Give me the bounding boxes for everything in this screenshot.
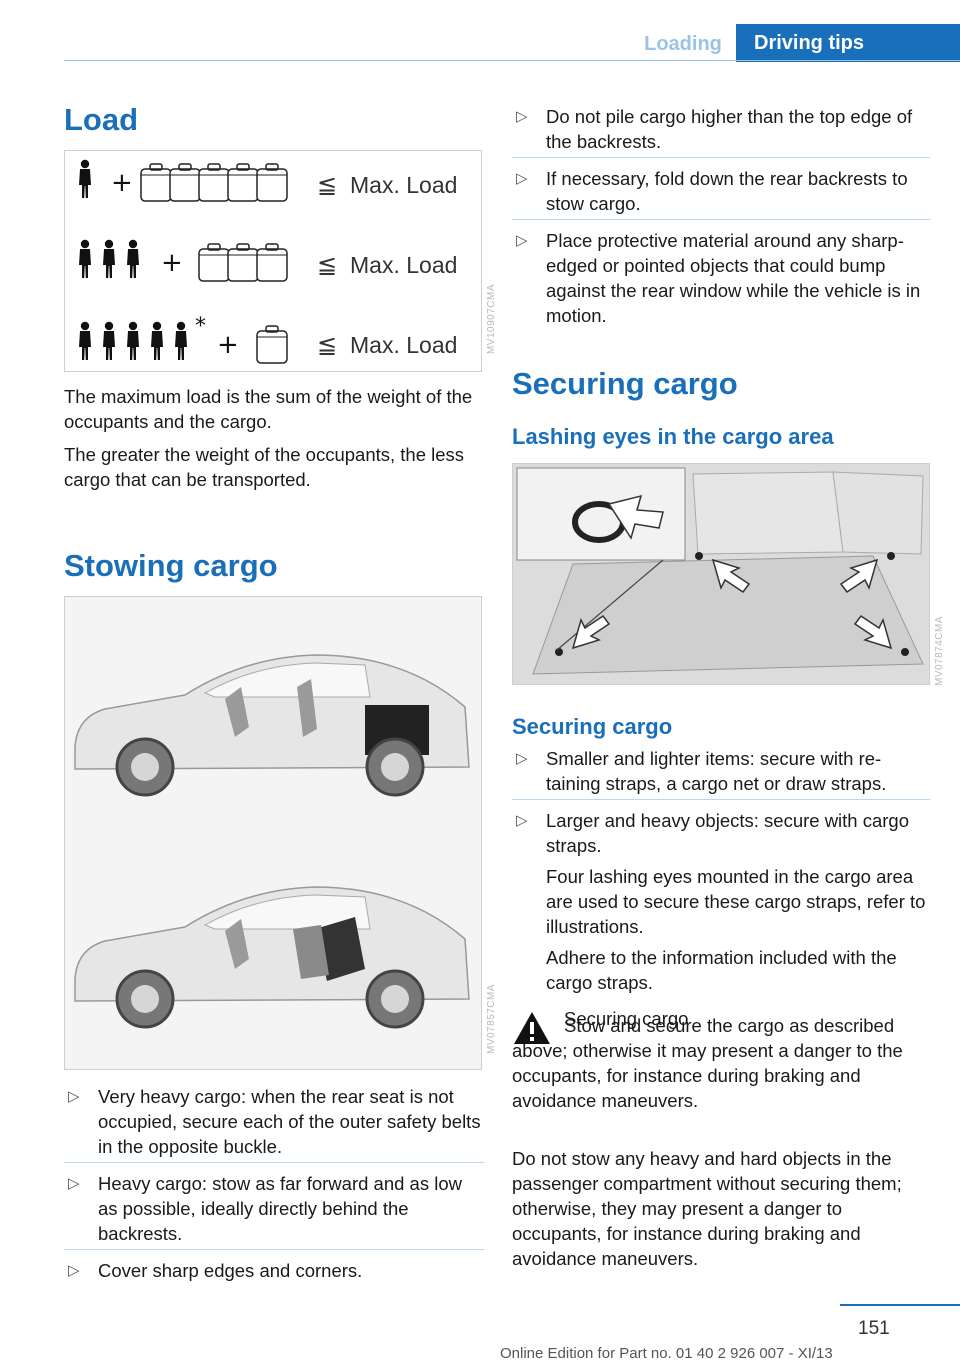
lashing-eye-marker xyxy=(901,648,909,656)
plus-icon: + xyxy=(217,330,239,360)
figure-code: MV07874CMA xyxy=(934,616,945,687)
max-load-label: Max. Load xyxy=(350,172,457,198)
warning-block: Securing cargo Stow and secure the cargo… xyxy=(512,1006,930,1113)
person-icon xyxy=(103,321,115,360)
asterisk-mark: * xyxy=(195,314,206,339)
triangle-arrow-icon: ▷ xyxy=(516,750,528,767)
suitcase-icon xyxy=(198,163,230,202)
person-icon xyxy=(79,159,91,198)
max-load-label: Max. Load xyxy=(350,332,457,358)
suitcase-icon xyxy=(256,325,288,364)
plus-icon: + xyxy=(161,248,183,278)
person-icon xyxy=(151,321,163,360)
suitcase-icon xyxy=(256,163,288,202)
securing-bullet-list: ▷Smaller and lighter items: secure with … xyxy=(512,746,930,1001)
header-tab-driving-tips: Driving tips xyxy=(736,24,960,62)
list-item: ▷Heavy cargo: stow as far forward and as… xyxy=(64,1171,484,1250)
cargo-area-illustration xyxy=(513,464,929,684)
suitcase-icon xyxy=(256,243,288,282)
page-number: 151 xyxy=(858,1318,890,1339)
footer-edition: Online Edition for Part no. 01 40 2 926 … xyxy=(500,1345,833,1362)
subsection-title-lashing-eyes: Lashing eyes in the cargo area xyxy=(512,424,834,449)
arrow-icon xyxy=(711,558,751,594)
list-item: ▷If necessary, fold down the rear backre… xyxy=(512,166,930,220)
securing-paragraph: Do not stow any heavy and hard objects i… xyxy=(512,1148,902,1269)
car-illustration xyxy=(74,886,470,1029)
section-title-load: Load xyxy=(64,102,139,137)
suitcase-icon xyxy=(169,163,201,202)
less-equal-symbol: ≦ xyxy=(317,251,337,279)
suitcase-icon xyxy=(227,243,259,282)
suitcase-icon xyxy=(140,163,172,202)
footer-rule xyxy=(840,1304,960,1306)
plus-icon: + xyxy=(111,168,133,198)
arrow-icon xyxy=(853,614,893,650)
list-item-detail: Four lashing eyes mounted in the cargo a… xyxy=(546,866,926,937)
list-item: ▷Do not pile cargo higher than the top e… xyxy=(512,104,930,158)
svg-text:+: + xyxy=(217,330,239,360)
person-icon xyxy=(79,321,91,360)
triangle-arrow-icon: ▷ xyxy=(516,812,528,829)
list-item: ▷Smaller and lighter items: secure with … xyxy=(512,746,930,800)
warning-title: Securing cargo xyxy=(564,1008,689,1029)
header-tab-loading: Loading xyxy=(644,32,722,55)
person-icon xyxy=(103,239,115,278)
person-icon xyxy=(175,321,187,360)
warning-text: Stow and secure the cargo as described a… xyxy=(512,1015,903,1111)
load-paragraph-1: The maximum load is the sum of the weigh… xyxy=(64,386,473,432)
warning-icon xyxy=(514,1012,550,1044)
person-icon xyxy=(127,239,139,278)
figure-code: MV07857CMA xyxy=(486,984,497,1055)
list-item: ▷Larger and heavy objects: secure with c… xyxy=(512,808,930,995)
lashing-eye-marker xyxy=(887,552,895,560)
list-item: ▷Cover sharp edges and corners. xyxy=(68,1260,363,1281)
load-paragraph-2: The greater the weight of the occupants,… xyxy=(64,444,465,490)
triangle-arrow-icon: ▷ xyxy=(68,1262,80,1279)
cargo-bullet-list: ▷Do not pile cargo higher than the top e… xyxy=(512,104,930,334)
list-item: ▷Place protective material around any sh… xyxy=(516,230,921,326)
subsection-title-securing-cargo: Securing cargo xyxy=(512,714,673,739)
lashing-eye-marker xyxy=(555,648,563,656)
figure-code: MV10907CMA xyxy=(486,284,497,355)
arrow-icon xyxy=(571,614,611,650)
triangle-arrow-icon: ▷ xyxy=(516,170,528,187)
stowing-cargo-figure xyxy=(64,596,482,1070)
section-title-stowing-cargo: Stowing cargo xyxy=(64,548,278,583)
car-cargo-illustration xyxy=(74,654,470,1029)
triangle-arrow-icon: ▷ xyxy=(68,1088,80,1105)
lashing-eye-marker xyxy=(695,552,703,560)
stowing-bullet-list: ▷Very heavy cargo: when the rear seat is… xyxy=(64,1084,484,1289)
person-icon xyxy=(127,321,139,360)
svg-text:+: + xyxy=(111,168,133,198)
header-rule xyxy=(64,60,960,61)
list-item-detail: Adhere to the information included with … xyxy=(546,947,897,993)
load-figure: + ≦ Max. Load + ≦ Max. Load * + ≦ Max. L… xyxy=(64,150,482,372)
less-equal-symbol: ≦ xyxy=(317,331,337,359)
triangle-arrow-icon: ▷ xyxy=(68,1175,80,1192)
triangle-arrow-icon: ▷ xyxy=(516,232,528,249)
section-title-securing-cargo: Securing cargo xyxy=(512,366,738,401)
car-illustration xyxy=(74,654,470,797)
load-diagram: + ≦ Max. Load + ≦ Max. Load * + ≦ Max. L… xyxy=(79,159,457,364)
list-item: ▷Very heavy cargo: when the rear seat is… xyxy=(64,1084,484,1163)
lashing-eyes-figure xyxy=(512,463,930,685)
triangle-arrow-icon: ▷ xyxy=(516,108,528,125)
suitcase-icon xyxy=(227,163,259,202)
arrow-icon xyxy=(839,558,879,594)
svg-text:+: + xyxy=(161,248,183,278)
max-load-label: Max. Load xyxy=(350,252,457,278)
person-icon xyxy=(79,239,91,278)
less-equal-symbol: ≦ xyxy=(317,171,337,199)
suitcase-icon xyxy=(198,243,230,282)
